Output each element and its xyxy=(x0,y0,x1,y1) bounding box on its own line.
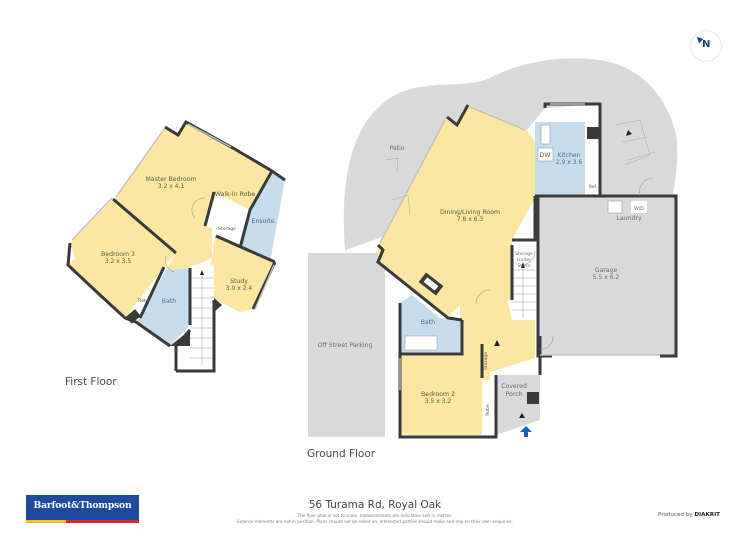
bedroom-3-dims: 3.2 x 3.5 xyxy=(105,258,132,265)
covered-porch-area xyxy=(496,375,540,435)
master-bedroom-area xyxy=(115,122,233,253)
patio-label: Patio xyxy=(389,145,404,152)
covered-porch-line1: Covered xyxy=(501,383,527,390)
dining-living-dims: 7.8 x 6.3 xyxy=(457,216,484,223)
ensuite-label: Ensuite xyxy=(252,218,275,225)
garage-area xyxy=(538,196,676,355)
bathtub-icon xyxy=(404,335,438,351)
stairs-ground-floor xyxy=(512,245,535,320)
ground-floor-plan: Patio Dining/Living Room 7.8 x 6.3 Kitch… xyxy=(308,58,678,439)
robe-area xyxy=(125,267,166,318)
bedroom-2-dims: 3.5 x 3.2 xyxy=(425,398,452,405)
bedroom-3-area xyxy=(68,199,176,318)
dining-living-label: Dining/Living Room xyxy=(440,209,500,216)
covered-porch-line2: Porch xyxy=(505,391,522,398)
brand-logo: Barfoot&Thompson xyxy=(26,495,139,523)
robe-label: Robe xyxy=(138,298,150,304)
property-address: 56 Turama Rd, Royal Oak xyxy=(308,499,442,511)
bedroom-3-label: Bedroom 3 xyxy=(101,251,135,258)
fridge-label: Ref. xyxy=(589,184,598,190)
produced-by: Produced by DIAKRIT xyxy=(658,512,720,518)
washer-dryer-label: W/D xyxy=(634,206,644,212)
off-street-parking-area xyxy=(308,253,385,437)
ground-bath-label: Bath xyxy=(421,319,435,326)
study-dims: 3.0 x 2.4 xyxy=(226,285,253,292)
cooktop-icon xyxy=(587,127,600,139)
entry-arrow-icon xyxy=(520,426,532,437)
disclaimer-line-2: Exterior elements are not in position. P… xyxy=(237,519,513,524)
garage-dims: 5.5 x 6.2 xyxy=(593,274,620,281)
hallway-area xyxy=(166,226,212,270)
bedroom-2-area xyxy=(400,356,482,435)
garage-label: Garage xyxy=(595,267,618,274)
bedroom-2-label: Bedroom 2 xyxy=(421,391,455,398)
robe-label-ground: Robe xyxy=(485,404,491,416)
stair-direction-arrow-icon xyxy=(200,270,204,275)
bath-label: Bath xyxy=(162,298,176,305)
off-street-parking-label: Off Street Parking xyxy=(318,342,373,349)
logo-stripe-red xyxy=(66,520,139,523)
storage-label-ground: Storage xyxy=(483,352,489,370)
north-compass: N xyxy=(690,30,722,62)
produced-by-prefix: Produced by xyxy=(657,512,693,518)
bath-area xyxy=(136,268,190,346)
storage-under-stairs-line1: Storage xyxy=(515,251,533,257)
dishwasher-label: DW xyxy=(540,152,551,159)
logo-stripe-yellow xyxy=(26,520,66,523)
study-label: Study xyxy=(230,278,248,285)
master-bedroom-label: Master Bedroom xyxy=(145,176,196,183)
kitchen-dims: 2.9 x 3.6 xyxy=(556,159,583,166)
storage-label: Storage xyxy=(218,226,236,232)
first-floor-plan: Master Bedroom 3.2 x 4.1 Walk-In Robe En… xyxy=(66,119,286,373)
kitchen-sink-icon xyxy=(540,124,551,145)
storage-area xyxy=(212,213,246,241)
laundry-tub-icon xyxy=(607,200,623,214)
brand-logo-text: Barfoot&Thompson xyxy=(33,500,132,511)
storage-under-stairs-line3: Stairs xyxy=(517,263,531,269)
ground-floor-title: Ground Floor xyxy=(307,448,376,460)
laundry-label: Laundry xyxy=(616,215,642,222)
robe-area-ground xyxy=(482,380,496,435)
master-bedroom-dims: 3.2 x 4.1 xyxy=(158,183,185,190)
ensuite-area xyxy=(240,171,285,262)
compass-label: N xyxy=(702,39,711,50)
kitchen-label: Kitchen xyxy=(557,152,580,159)
stair-direction-arrow-icon xyxy=(521,262,525,268)
produced-by-brand: DIAKRIT xyxy=(694,512,720,518)
disclaimer-line-1: The floor plan is not to scale, measurem… xyxy=(297,513,453,518)
walk-in-robe-label: Walk-In Robe xyxy=(215,191,255,198)
dining-living-area xyxy=(378,105,535,318)
storage-under-stairs-line2: Under xyxy=(517,257,531,263)
first-floor-title: First Floor xyxy=(65,376,117,388)
